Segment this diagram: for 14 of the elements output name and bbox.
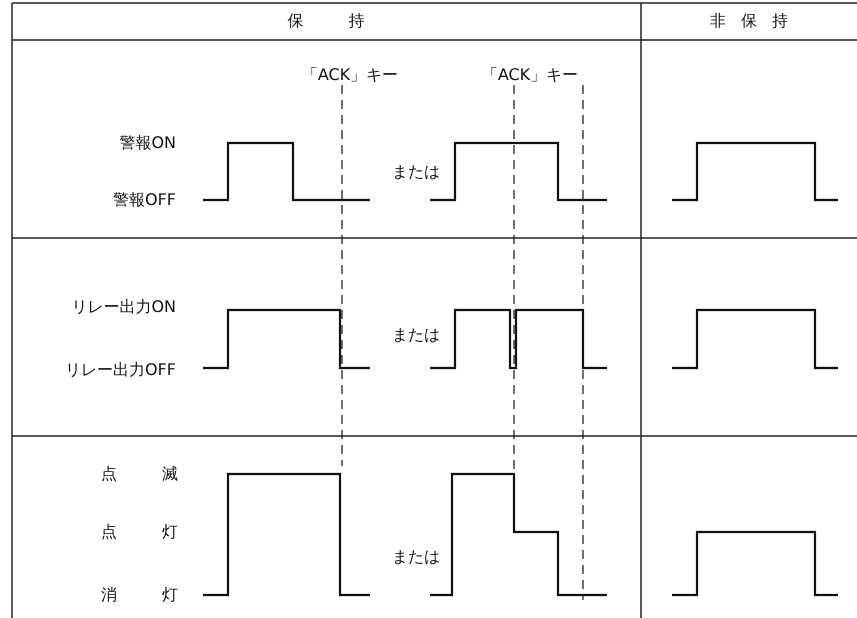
row-label: 点 灯 (100, 522, 178, 542)
row-label: リレー出力ON (71, 297, 176, 317)
column-header: 保 持 (287, 11, 365, 31)
row-label: または (392, 547, 440, 567)
row-label: または (392, 162, 440, 182)
row-label: リレー出力OFF (65, 360, 176, 380)
row-label: 「ACK」キー (302, 65, 398, 85)
row-label: 消 灯 (100, 585, 178, 605)
row-label: 警報ON (119, 133, 176, 153)
row-label: 警報OFF (113, 190, 176, 210)
row-label: または (392, 325, 440, 345)
row-label: 点 滅 (100, 464, 178, 484)
column-header: 非 保 持 (710, 11, 788, 31)
row-label: 「ACK」キー (482, 65, 578, 85)
